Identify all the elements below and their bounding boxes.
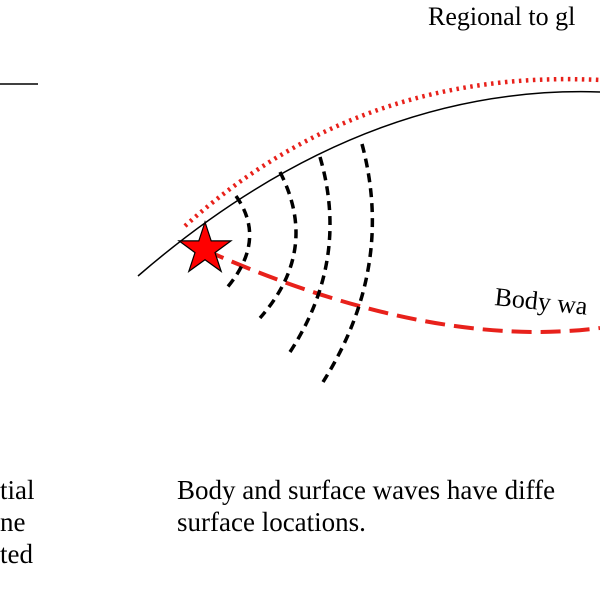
wavefront-arc-2 (258, 171, 298, 320)
caption-line-1: Body and surface waves have diffe (177, 475, 556, 505)
left-fragment-1: tial (0, 475, 35, 505)
left-fragment-3: ted (0, 539, 33, 569)
wavefront-arc-3 (288, 156, 332, 353)
caption-line-2: surface locations. (177, 507, 366, 537)
wavefront-arc-4 (321, 143, 375, 383)
earth-surface-curve (137, 90, 600, 277)
epicenter-star-icon (177, 220, 233, 273)
left-fragment-2: ne (0, 507, 26, 537)
surface-wave-path (183, 76, 600, 228)
body-wave-label: Body wa (493, 282, 589, 321)
header-text: Regional to gl (428, 2, 575, 31)
body-wave-path (204, 248, 600, 334)
wavefront-arc-1 (223, 194, 252, 292)
